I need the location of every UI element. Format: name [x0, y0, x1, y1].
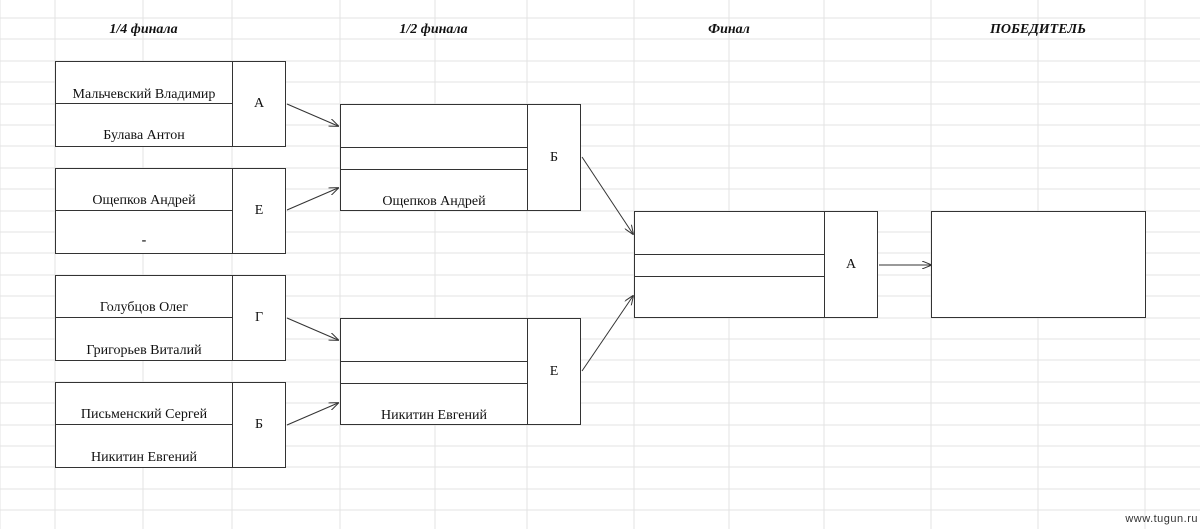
winner-box	[931, 211, 1146, 318]
quarterfinal-match-1: Мальчевский Владимир Булава Антон	[55, 61, 233, 147]
final-top-cell	[635, 212, 824, 255]
semifinal-match-2: Никитин Евгений	[340, 318, 528, 425]
quarterfinal-match-4: Письменский Сергей Никитин Евгений	[55, 382, 233, 468]
semifinal-match-1: Ощепков Андрей	[340, 104, 528, 211]
qf2-bottom-cell: -	[56, 211, 232, 253]
qf1-bottom-name: Булава Антон	[103, 128, 185, 143]
sf2-bottom-name: Никитин Евгений	[381, 408, 487, 423]
qf1-code: А	[232, 61, 286, 147]
qf1-bottom-cell: Булава Антон	[56, 104, 232, 146]
qf4-top-cell: Письменский Сергей	[56, 383, 232, 425]
final-code: А	[824, 211, 878, 318]
qf3-bottom-cell: Григорьев Виталий	[56, 318, 232, 360]
qf2-bottom-name: -	[141, 233, 147, 248]
sf1-top-cell	[341, 105, 527, 148]
header-quarterfinals: 1/4 финала	[109, 22, 178, 37]
header-final: Финал	[708, 22, 750, 37]
header-semifinals: 1/2 финала	[399, 22, 468, 37]
quarterfinal-match-2: Ощепков Андрей -	[55, 168, 233, 254]
qf3-code: Г	[232, 275, 286, 361]
header-winner: ПОБЕДИТЕЛЬ	[989, 22, 1087, 37]
final-match	[634, 211, 825, 318]
sf1-bottom-cell: Ощепков Андрей	[341, 169, 527, 212]
qf2-top-cell: Ощепков Андрей	[56, 169, 232, 211]
qf4-top-name: Письменский Сергей	[80, 407, 208, 422]
final-bottom-cell	[635, 276, 824, 319]
qf4-bottom-cell: Никитин Евгений	[56, 425, 232, 467]
sf1-code: Б	[527, 104, 581, 211]
quarterfinal-match-3: Голубцов Олег Григорьев Виталий	[55, 275, 233, 361]
qf4-code: Б	[232, 382, 286, 468]
sf2-bottom-cell: Никитин Евгений	[341, 383, 527, 426]
qf2-top-name: Ощепков Андрей	[92, 193, 196, 208]
qf3-top-cell: Голубцов Олег	[56, 276, 232, 318]
qf1-top-name: Мальчевский Владимир	[72, 87, 216, 102]
qf3-top-name: Голубцов Олег	[99, 300, 189, 315]
sf2-top-cell	[341, 319, 527, 362]
watermark: www.tugun.ru	[1125, 513, 1198, 525]
qf1-top-cell: Мальчевский Владимир	[56, 62, 232, 104]
sf1-bottom-name: Ощепков Андрей	[382, 194, 486, 209]
qf3-bottom-name: Григорьев Виталий	[86, 343, 202, 358]
sf2-code: Е	[527, 318, 581, 425]
qf4-bottom-name: Никитин Евгений	[91, 450, 197, 465]
qf2-code: Е	[232, 168, 286, 254]
